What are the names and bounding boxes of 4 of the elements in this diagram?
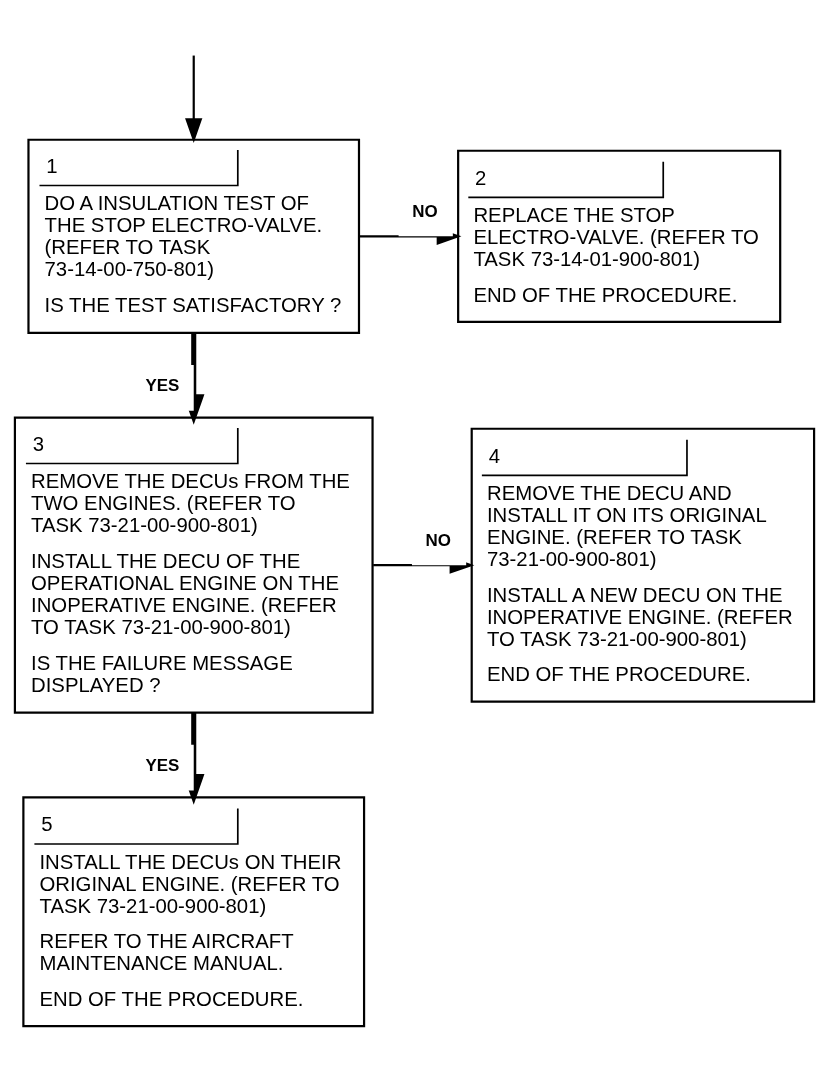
edge-label: NO	[425, 530, 451, 550]
edge-label: NO	[412, 201, 438, 221]
edge-label: YES	[145, 375, 180, 395]
edge-label: YES	[145, 755, 180, 775]
